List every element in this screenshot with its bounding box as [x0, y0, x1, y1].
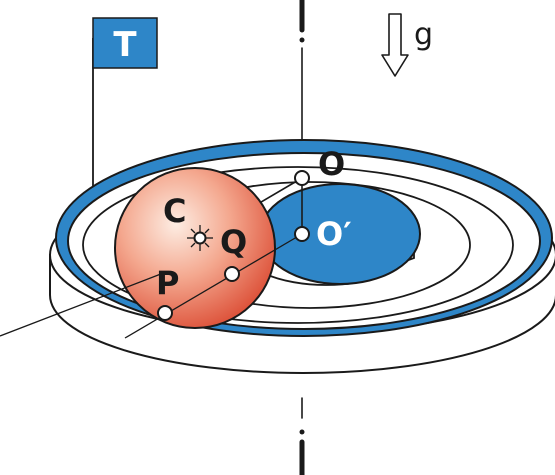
point-P-marker [157, 305, 173, 321]
point-O-marker [294, 170, 310, 186]
flag-label: T [113, 25, 137, 65]
line-Q-Oprime [124, 233, 303, 339]
label-O: O [318, 145, 345, 183]
center-C-marker [187, 225, 213, 251]
label-Q: Q [220, 223, 247, 261]
line-through-P [0, 271, 167, 337]
sphere [114, 167, 276, 329]
label-C: C [163, 192, 186, 230]
flag-box [92, 17, 158, 69]
label-Oprime: O′ [316, 215, 352, 253]
label-P: P [156, 264, 179, 302]
gravity-label: g [414, 17, 433, 52]
down-arrow-icon [381, 13, 409, 77]
point-Q-marker [224, 266, 240, 282]
point-Oprime-marker [294, 226, 310, 242]
